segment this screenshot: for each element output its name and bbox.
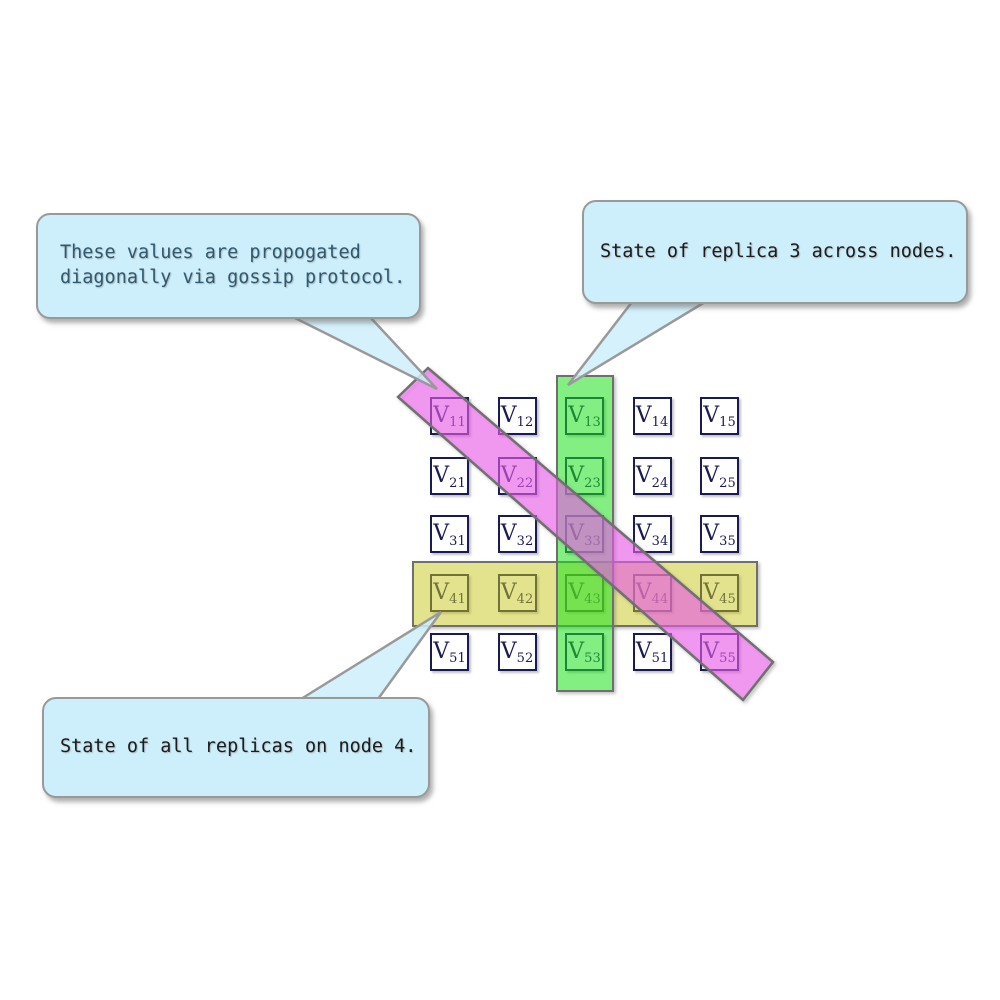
cell-subscript: 55 bbox=[719, 651, 736, 666]
cell-subscript: 25 bbox=[719, 475, 736, 491]
cell-symbol: V bbox=[433, 638, 450, 664]
cell-symbol: V bbox=[500, 521, 517, 546]
cell-symbol: V bbox=[635, 638, 652, 664]
callout-pointer-replica bbox=[567, 300, 706, 387]
cell-subscript: 21 bbox=[449, 475, 466, 491]
cell-symbol: V bbox=[433, 402, 450, 428]
cell-subscript: 35 bbox=[719, 533, 736, 549]
cell-symbol: V bbox=[433, 463, 450, 488]
callout-replica-text: State of replica 3 across nodes. bbox=[600, 240, 957, 262]
cell-symbol: V bbox=[703, 638, 720, 664]
cell-symbol: V bbox=[635, 463, 652, 488]
cell-symbol: V bbox=[703, 521, 720, 546]
cell-subscript: 51 bbox=[651, 651, 669, 666]
cell-symbol: V bbox=[635, 402, 652, 428]
callout-gossip-line2: diagonally via gossip protocol. bbox=[60, 267, 406, 288]
cell-subscript: 31 bbox=[449, 533, 466, 549]
cell-symbol: V bbox=[703, 402, 720, 428]
callout-gossip-line1: These values are propogated bbox=[60, 242, 361, 264]
cell-symbol: V bbox=[433, 521, 450, 546]
cell-subscript: 34 bbox=[651, 533, 669, 549]
cell-subscript: 52 bbox=[516, 651, 534, 666]
cell-subscript: 11 bbox=[449, 415, 466, 430]
callout-node-text: State of all replicas on node 4. bbox=[60, 736, 417, 758]
cell-subscript: 24 bbox=[651, 475, 669, 491]
cell-symbol: V bbox=[500, 402, 517, 428]
cell-subscript: 15 bbox=[719, 415, 736, 430]
cell-symbol: V bbox=[500, 638, 517, 664]
cell-subscript: 32 bbox=[516, 533, 534, 549]
green-column-highlight bbox=[556, 375, 614, 692]
callout-replica-3: State of replica 3 across nodes. bbox=[582, 200, 968, 304]
cell-symbol: V bbox=[635, 521, 652, 546]
callout-node-4: State of all replicas on node 4. bbox=[42, 697, 430, 798]
cell-subscript: 22 bbox=[516, 475, 534, 491]
cell-subscript: 51 bbox=[449, 651, 466, 666]
callout-gossip-protocol: These values are propogated diagonally v… bbox=[36, 213, 421, 319]
cell-subscript: 12 bbox=[516, 415, 534, 430]
cell-symbol: V bbox=[500, 463, 517, 488]
cell-subscript: 14 bbox=[651, 415, 669, 430]
callout-pointer-gossip bbox=[292, 315, 438, 391]
cell-symbol: V bbox=[703, 463, 720, 488]
